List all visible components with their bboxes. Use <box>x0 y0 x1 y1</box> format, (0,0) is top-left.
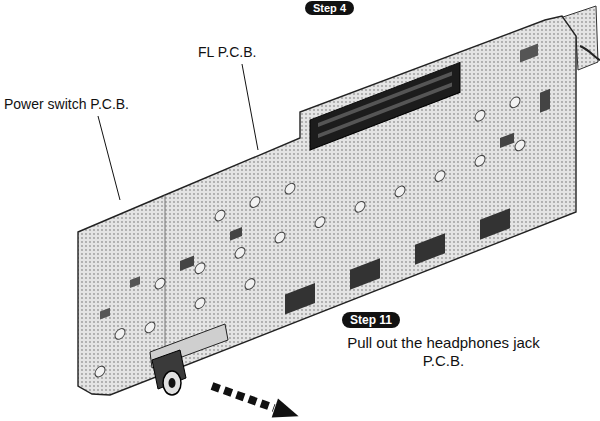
board-components <box>95 28 550 388</box>
step-number: Step 4 <box>313 2 346 14</box>
board-seam <box>165 195 166 360</box>
jack-socket <box>163 371 181 395</box>
arrow-head <box>272 399 299 418</box>
leader-line <box>98 116 120 200</box>
circuit-board <box>78 16 576 395</box>
part-label: Power switch P.C.B. <box>4 96 129 113</box>
instruction-text: Pull out the headphones jack P.C.B. <box>336 334 551 370</box>
leader-line <box>242 64 258 150</box>
step-badge: Step 11 <box>342 312 400 328</box>
wire <box>580 46 600 60</box>
step-number: Step 11 <box>350 313 392 327</box>
pull-arrow <box>212 386 274 408</box>
step-badge: Step 4 <box>305 1 354 15</box>
part-label: FL P.C.B. <box>198 44 256 61</box>
jack-hole <box>169 378 176 388</box>
